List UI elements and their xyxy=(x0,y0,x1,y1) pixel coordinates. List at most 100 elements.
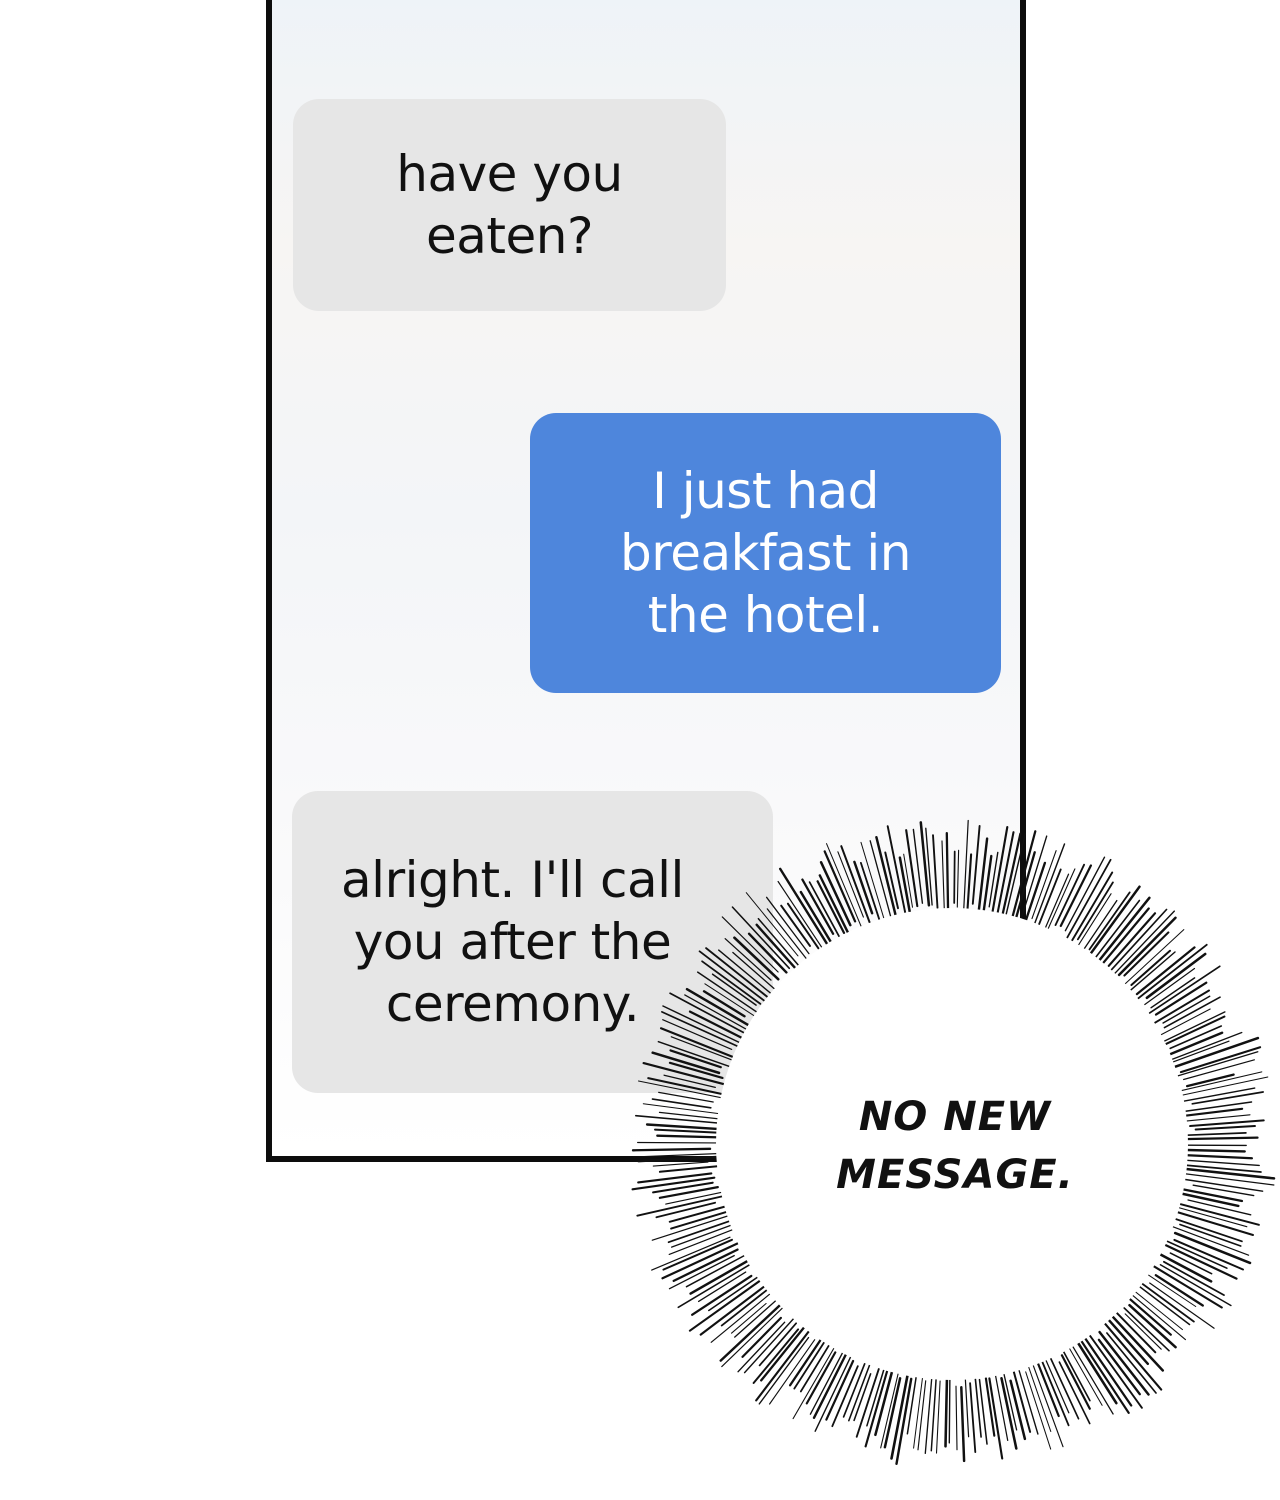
burst-line xyxy=(1036,868,1062,930)
burst-line xyxy=(1112,1308,1157,1354)
burst-line xyxy=(661,1240,744,1280)
burst-line xyxy=(840,845,871,924)
burst-center xyxy=(716,908,1188,1380)
burst-line xyxy=(1058,1361,1091,1425)
burst-line xyxy=(855,1361,882,1438)
burst-line xyxy=(1154,1274,1204,1307)
burst-line xyxy=(1163,1260,1225,1296)
burst-line xyxy=(685,1249,755,1288)
burst-line xyxy=(1026,1360,1052,1433)
message-text: I just had breakfast in the hotel. xyxy=(620,462,911,644)
burst-line xyxy=(1059,864,1093,928)
burst-line xyxy=(903,853,914,908)
burst-line xyxy=(766,908,807,960)
burst-line xyxy=(758,1336,810,1405)
burst-line xyxy=(1172,1205,1248,1228)
burst-line xyxy=(994,1371,1009,1442)
burst-line xyxy=(1176,1202,1260,1226)
burst-line xyxy=(1174,1210,1255,1237)
burst-line xyxy=(1031,843,1066,931)
burst-line xyxy=(906,1367,919,1435)
burst-line xyxy=(745,892,799,957)
burst-line xyxy=(1025,1371,1052,1450)
burst-line xyxy=(1162,1015,1226,1047)
burst-line xyxy=(743,1311,801,1374)
burst-line xyxy=(668,1205,727,1223)
burst-line xyxy=(801,878,835,935)
burst-line xyxy=(941,840,945,911)
burst-line xyxy=(632,1152,724,1158)
burst-line xyxy=(769,1339,816,1405)
burst-line xyxy=(1180,1101,1253,1113)
burst-line xyxy=(698,950,774,1008)
burst-line xyxy=(819,861,852,927)
burst-line xyxy=(1148,965,1221,1014)
burst-line xyxy=(665,1191,723,1205)
burst-line xyxy=(1045,1360,1070,1414)
burst-line xyxy=(935,1380,941,1454)
burst-line xyxy=(1175,1051,1259,1077)
burst-line xyxy=(978,1378,988,1445)
burst-line xyxy=(668,1228,735,1256)
burst-line xyxy=(1166,1223,1250,1256)
burst-line xyxy=(1164,1031,1243,1063)
burst-line xyxy=(932,834,939,909)
burst-line xyxy=(1082,1334,1133,1407)
burst-line xyxy=(1146,1261,1223,1309)
burst-line xyxy=(637,1155,724,1163)
burst-line xyxy=(825,1359,855,1421)
burst-line xyxy=(737,1321,786,1373)
burst-line xyxy=(652,1161,709,1167)
burst-line xyxy=(663,1074,716,1089)
burst-line xyxy=(662,1238,733,1271)
burst-line xyxy=(984,1377,996,1437)
burst-line xyxy=(883,1377,902,1449)
burst-line xyxy=(895,1377,913,1465)
burst-line xyxy=(875,835,898,920)
burst-line xyxy=(864,1362,891,1448)
burst-line xyxy=(631,1176,716,1191)
message-bubble-incoming: have you eaten? xyxy=(293,99,726,311)
burst-line xyxy=(636,1193,731,1217)
burst-line xyxy=(1185,1073,1235,1088)
burst-line xyxy=(1176,1076,1269,1097)
burst-line xyxy=(1106,1332,1157,1394)
burst-line xyxy=(1135,946,1196,996)
burst-line xyxy=(701,960,762,1005)
burst-line xyxy=(1160,1031,1224,1059)
burst-line xyxy=(976,837,989,920)
burst-line xyxy=(831,1365,859,1428)
burst-line xyxy=(1184,1178,1264,1192)
burst-line xyxy=(1128,1286,1183,1331)
burst-line xyxy=(670,1036,732,1061)
burst-line xyxy=(731,906,791,970)
burst-line xyxy=(974,1378,982,1438)
burst-line xyxy=(988,1377,1004,1460)
burst-line xyxy=(688,1010,743,1039)
burst-line xyxy=(805,1351,837,1405)
burst-line xyxy=(777,880,826,953)
burst-line xyxy=(1157,1252,1213,1283)
burst-line xyxy=(1180,1107,1244,1118)
burst-line xyxy=(1015,851,1036,919)
burst-line xyxy=(1137,943,1208,1000)
burst-line xyxy=(733,936,780,981)
burst-line xyxy=(721,916,779,973)
burst-line xyxy=(880,1368,900,1449)
burst-line xyxy=(760,1324,807,1382)
burst-line xyxy=(1000,1377,1018,1450)
burst-line xyxy=(793,1337,828,1390)
burst-line xyxy=(685,987,752,1028)
burst-line xyxy=(1098,1330,1150,1396)
burst-line xyxy=(792,1346,836,1420)
burst-line xyxy=(948,1375,951,1444)
burst-line xyxy=(1106,1317,1150,1366)
burst-line xyxy=(1064,856,1106,932)
burst-line xyxy=(710,1293,771,1343)
burst-line xyxy=(1177,1191,1240,1208)
burst-line xyxy=(658,1164,729,1173)
burst-line xyxy=(898,856,913,924)
burst-line xyxy=(799,890,837,952)
burst-line xyxy=(659,1027,739,1060)
burst-line xyxy=(786,902,820,950)
